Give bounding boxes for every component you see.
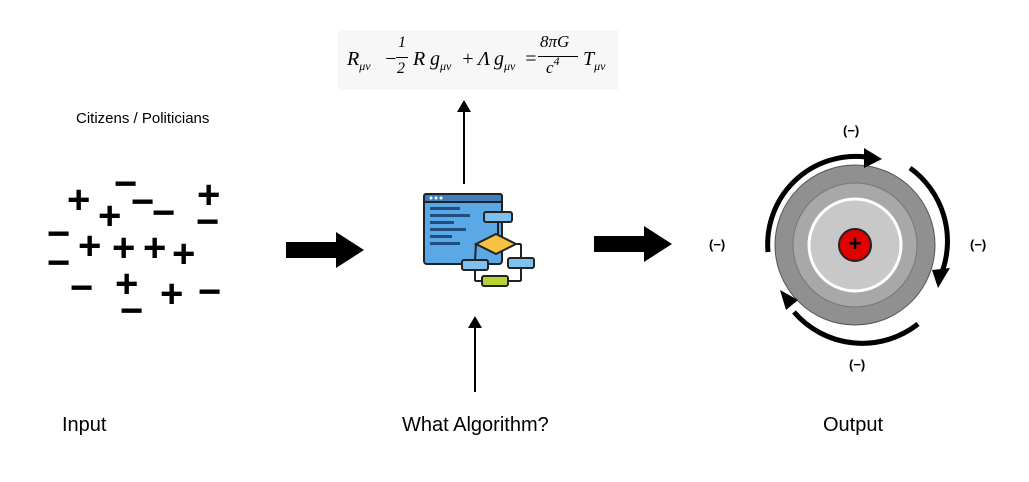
output-minus-right: (−) xyxy=(970,237,987,252)
eq-plus: + xyxy=(461,48,475,70)
fraction-bar xyxy=(396,57,408,58)
charge-sign: + xyxy=(197,173,221,217)
middle-label: What Algorithm? xyxy=(402,414,549,436)
arrow-up-icon xyxy=(468,316,482,392)
eq-g: g xyxy=(430,48,440,70)
input-title: Citizens / Politicians xyxy=(76,110,210,127)
input-label: Input xyxy=(62,414,107,436)
eq-sub: μν xyxy=(594,59,606,73)
eq-minus: − xyxy=(384,48,398,70)
eq-sub: μν xyxy=(440,59,452,73)
arrow-right-icon xyxy=(286,232,364,268)
charge-sign: + xyxy=(172,232,196,276)
charge-sign: − xyxy=(196,200,220,244)
output-minus-left: (−) xyxy=(709,237,726,252)
eq-R2: R xyxy=(413,48,426,70)
charge-sign: − xyxy=(198,270,222,314)
eq-c: c xyxy=(546,58,554,77)
eq-sub: μν xyxy=(359,59,371,73)
charge-sign: + xyxy=(115,262,139,306)
charge-sign: + xyxy=(112,226,136,270)
fraction-bar xyxy=(538,56,578,57)
algorithm-flowchart-icon xyxy=(423,193,535,287)
output-charge-disc xyxy=(765,148,950,346)
charge-sign: − xyxy=(70,266,94,310)
charge-sign: − xyxy=(131,180,155,224)
charge-sign: − xyxy=(114,162,138,206)
charge-sign: + xyxy=(98,194,122,238)
charge-sign: + xyxy=(160,272,184,316)
charge-sign: + xyxy=(67,178,91,222)
eq-four: 4 xyxy=(553,54,560,68)
eq-g: g xyxy=(494,48,504,70)
eq-two: 2 xyxy=(397,60,405,77)
output-minus-bottom: (−) xyxy=(849,357,866,372)
eq-R: R xyxy=(347,48,360,70)
eq-lambda: Λ xyxy=(478,48,491,70)
charge-sign: − xyxy=(152,191,176,235)
einstein-field-equation: Rμν − 1 2 R gμν + Λ gμν = 8πG c4 Tμν xyxy=(338,30,618,90)
output-label: Output xyxy=(823,414,884,436)
charge-sign: + xyxy=(143,226,167,270)
eq-one: 1 xyxy=(398,34,406,51)
charge-sign: − xyxy=(47,241,71,285)
arrow-right-icon xyxy=(594,226,672,262)
eq-numerator: 8πG xyxy=(540,32,570,51)
eq-T: T xyxy=(583,48,595,70)
charge-sign: + xyxy=(78,224,102,268)
eq-sub: μν xyxy=(504,59,516,73)
charge-sign: − xyxy=(120,289,144,333)
arrow-up-icon xyxy=(457,100,471,184)
output-minus-top: (−) xyxy=(843,123,860,138)
nucleus-plus-sign: + xyxy=(848,231,862,256)
charge-sign: − xyxy=(47,212,71,256)
eq-equals: = xyxy=(524,48,538,70)
